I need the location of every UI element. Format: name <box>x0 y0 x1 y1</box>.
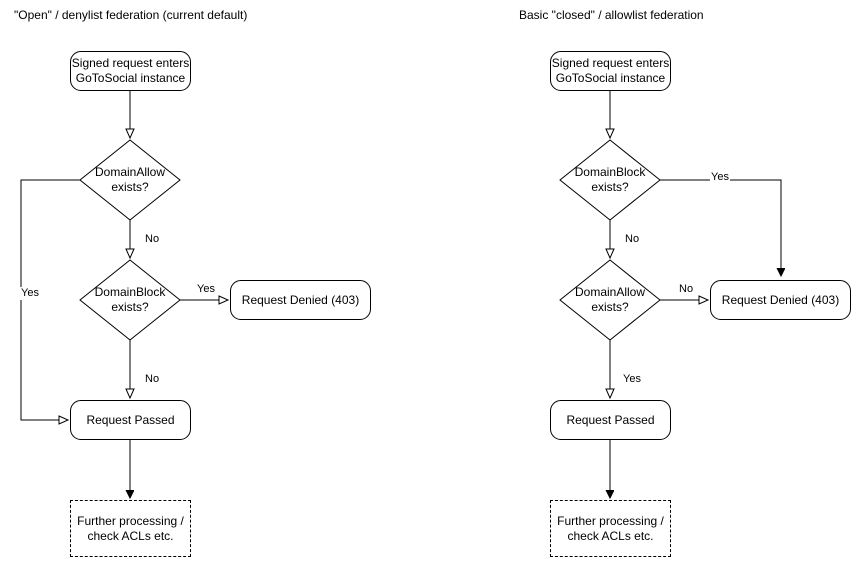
edge-label-domainallow-yes: Yes <box>20 287 40 300</box>
node-request-denied: Request Denied (403) <box>230 280 371 320</box>
edge-label-domainallow-yes-2: Yes <box>622 373 642 386</box>
edge-label-domainblock-yes-2: Yes <box>710 171 730 184</box>
edge-label-domainblock-no-2: No <box>624 233 641 246</box>
node-request-passed-2: Request Passed <box>550 400 671 440</box>
node-request-passed: Request Passed <box>70 400 191 440</box>
edge-domainallow-yes-to-passed <box>20 179 80 425</box>
edge-label-domainallow-no: No <box>144 233 161 246</box>
edge-domainblock-yes-to-denied-2 <box>660 179 781 276</box>
edge-label-domainblock-no: No <box>144 373 161 386</box>
decision-domainallow-shape <box>79 139 181 221</box>
node-signed-request-enters-2: Signed request enters GoToSocial instanc… <box>550 51 671 91</box>
decision-domainallow-shape-2 <box>559 259 661 341</box>
node-signed-request-enters: Signed request enters GoToSocial instanc… <box>70 51 191 91</box>
decision-domainblock-shape-2 <box>559 139 661 221</box>
diagram-title-closed-allowlist: Basic "closed" / allowlist federation <box>519 8 704 22</box>
node-further-processing: Further processing / check ACLs etc. <box>70 500 191 557</box>
edge-label-domainblock-yes: Yes <box>196 283 216 296</box>
node-further-processing-2: Further processing / check ACLs etc. <box>550 500 671 557</box>
node-request-denied-2: Request Denied (403) <box>710 280 851 320</box>
edge-label-domainallow-no-2: No <box>678 283 695 296</box>
decision-domainblock-shape <box>79 259 181 341</box>
diagram-title-open-denylist: "Open" / denylist federation (current de… <box>14 8 248 22</box>
